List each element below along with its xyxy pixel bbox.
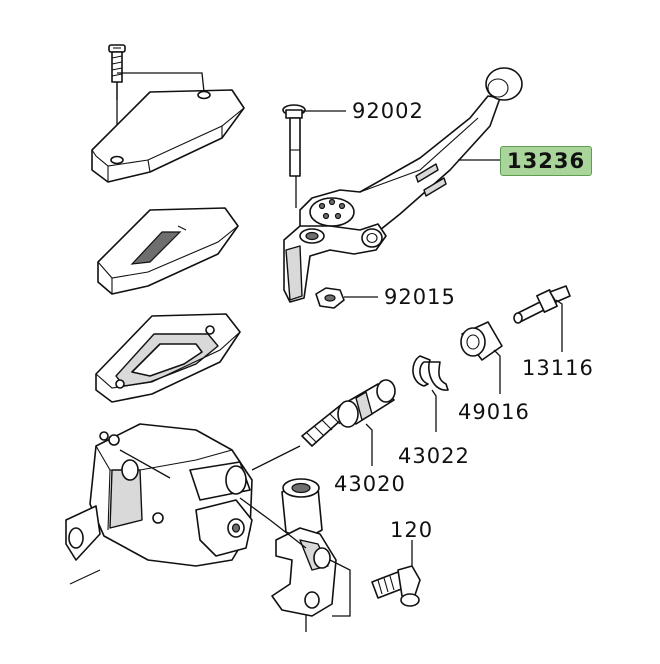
callout-13116: 13116 — [522, 356, 594, 380]
reservoir-diaphragm — [95, 313, 241, 403]
callout-120: 120 — [390, 518, 434, 542]
callout-43020: 43020 — [334, 472, 406, 496]
reservoir-plate — [97, 207, 239, 295]
pivot-nut — [315, 287, 378, 309]
circlip — [412, 355, 449, 432]
master-cylinder-body — [65, 423, 301, 585]
pivot-bolt — [282, 104, 346, 208]
brake-lever — [283, 67, 523, 303]
callout-43022: 43022 — [398, 444, 470, 468]
callout-92015: 92015 — [384, 285, 456, 309]
reservoir-cap — [91, 72, 245, 183]
dust-boot — [460, 321, 503, 394]
callout-92002: 92002 — [352, 99, 424, 123]
push-rod — [513, 285, 571, 352]
clamp-bolt — [371, 540, 421, 607]
handlebar-clamp — [239, 478, 351, 632]
callout-13236: 13236 — [500, 146, 593, 176]
callout-49016: 49016 — [458, 400, 530, 424]
piston-assembly — [301, 379, 396, 466]
